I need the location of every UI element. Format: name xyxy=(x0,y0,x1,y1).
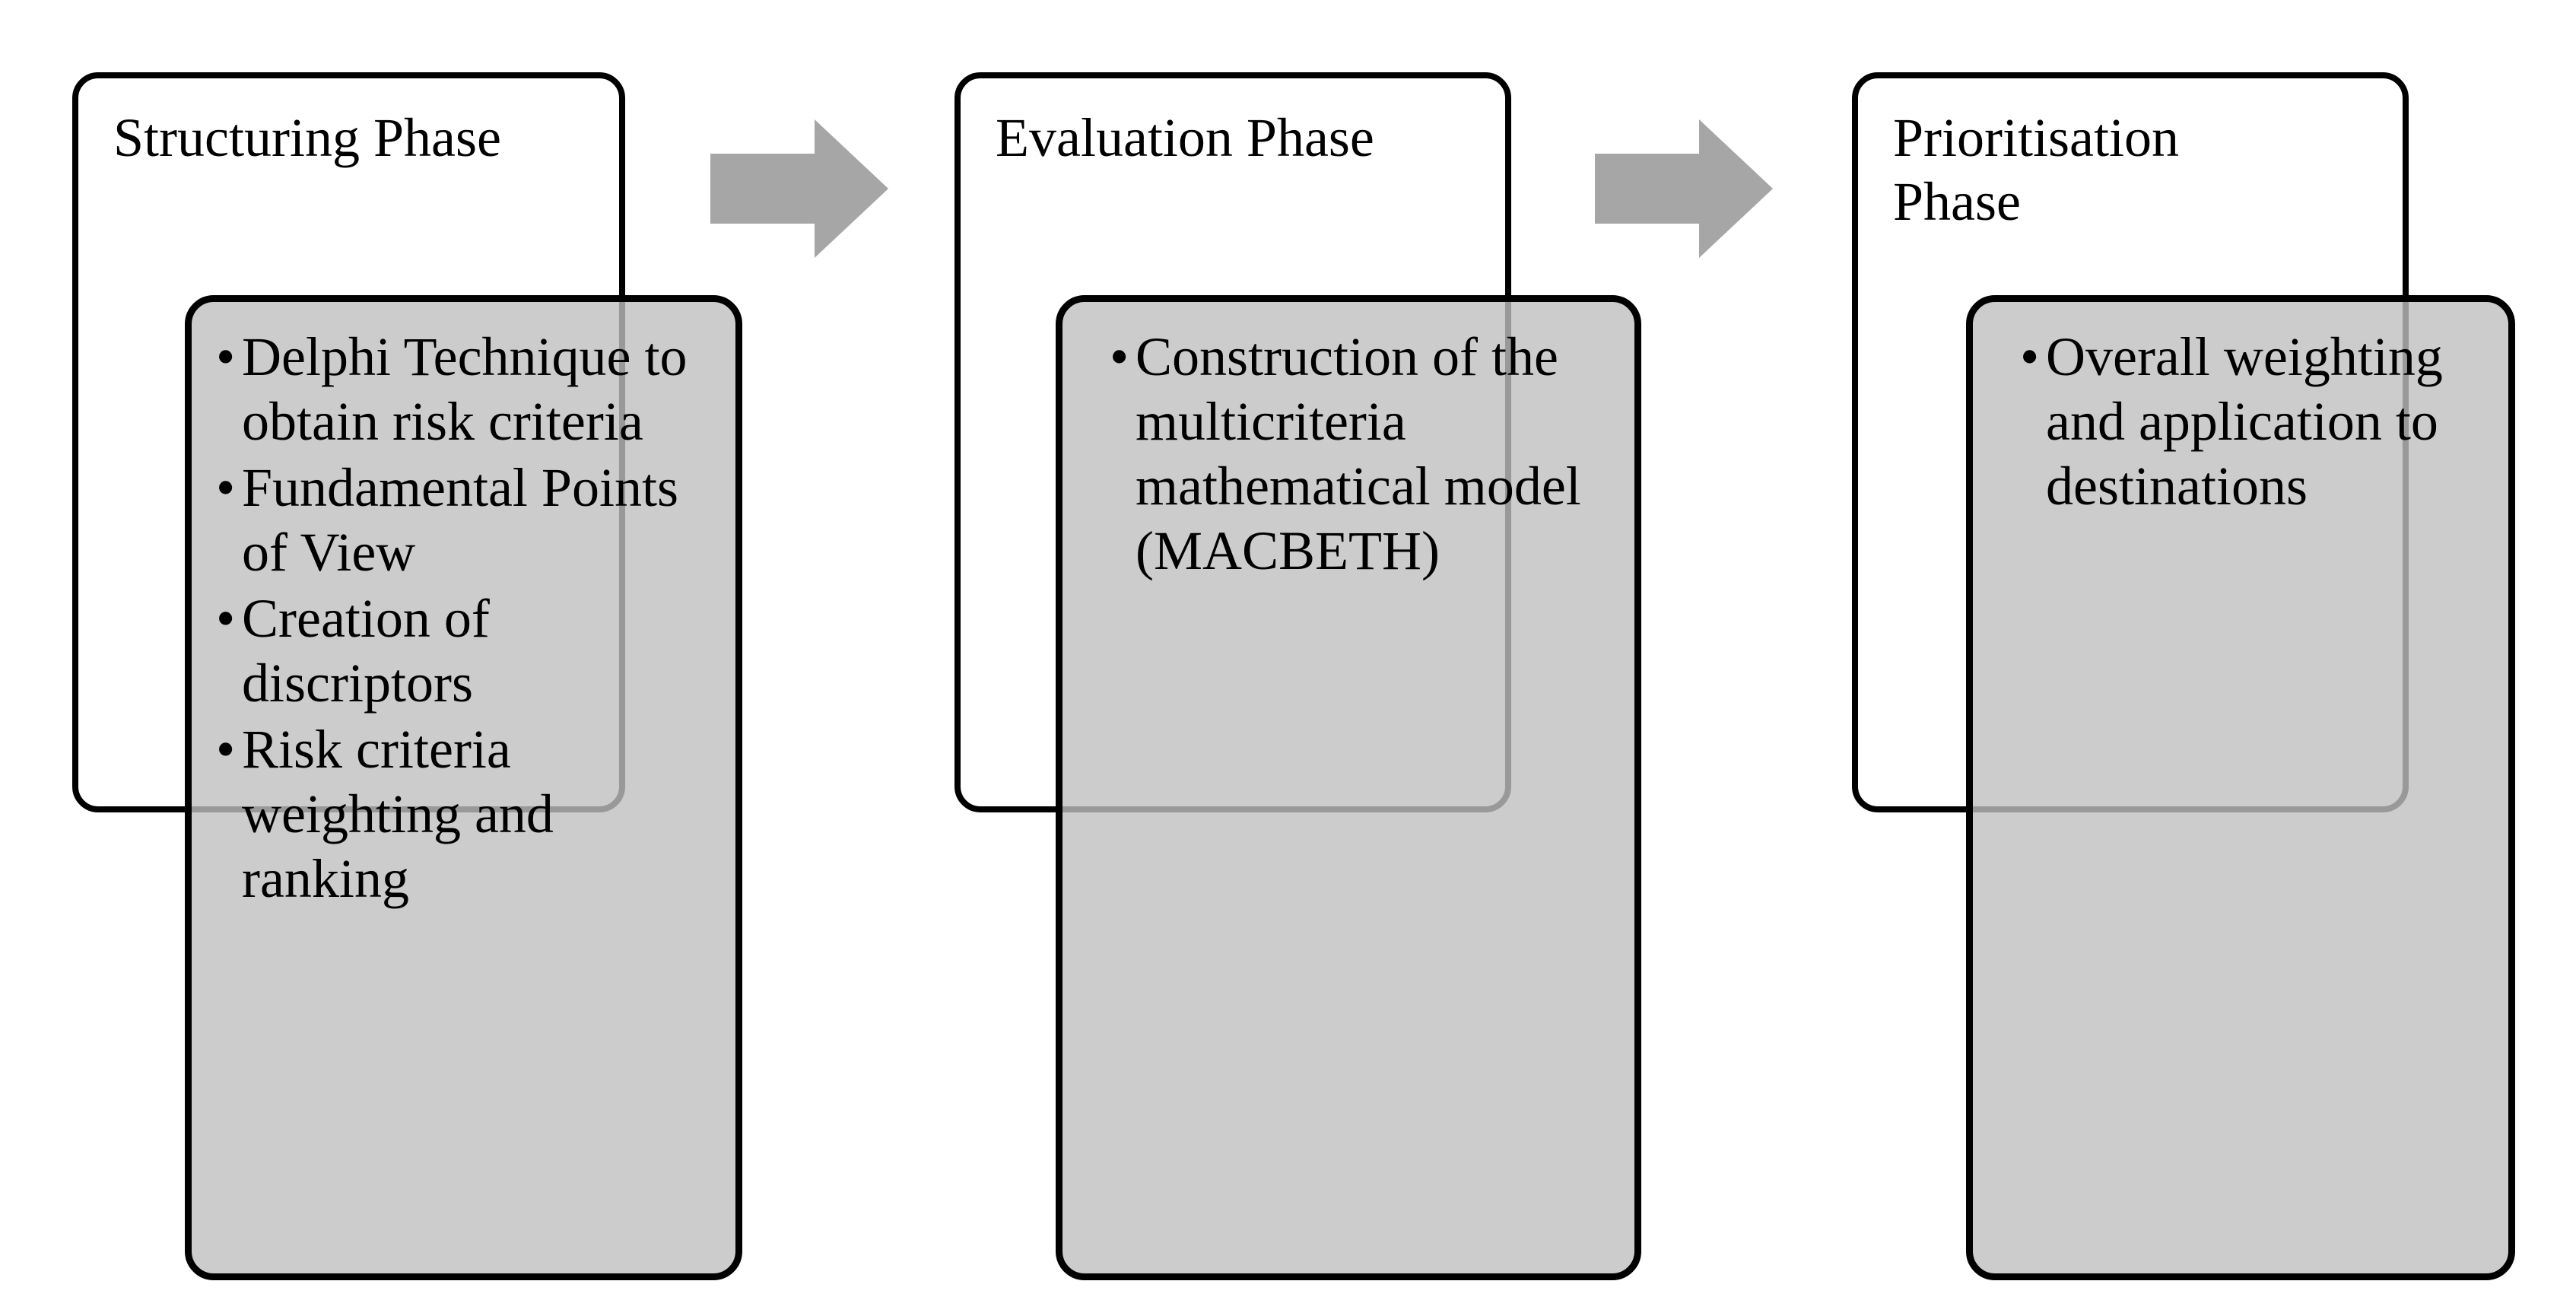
list-item: • Risk criteria weighting and ranking xyxy=(211,717,725,911)
right-arrow-icon xyxy=(1595,119,1773,258)
list-item-text: Delphi Technique to obtain risk criteria xyxy=(242,326,688,452)
bullet-dot-icon: • xyxy=(2020,326,2040,387)
bullet-dot-icon: • xyxy=(216,326,236,387)
phase-title-evaluation: Evaluation Phase xyxy=(996,107,1374,168)
list-item: • Construction of the multicriteria math… xyxy=(1105,325,1604,583)
arrow-evaluation-to-prioritisation-icon xyxy=(1595,119,1773,258)
phase-title-structuring: Structuring Phase xyxy=(113,107,501,168)
phase-inner-box-prioritisation: • Overall weighting and application to d… xyxy=(1966,295,2515,1280)
bullet-dot-icon: • xyxy=(216,587,236,649)
list-item: • Delphi Technique to obtain risk criter… xyxy=(211,325,725,454)
list-item: • Overall weighting and application to d… xyxy=(2015,325,2485,519)
phase-inner-box-evaluation: • Construction of the multicriteria math… xyxy=(1056,295,1641,1280)
bullet-list-structuring: • Delphi Technique to obtain risk criter… xyxy=(211,325,725,913)
phase-inner-box-structuring: • Delphi Technique to obtain risk criter… xyxy=(185,295,742,1280)
bullet-dot-icon: • xyxy=(1110,326,1129,387)
list-item-text: Fundamental Points of View xyxy=(242,456,678,583)
list-item: • Fundamental Points of View xyxy=(211,456,725,585)
bullet-dot-icon: • xyxy=(216,456,236,518)
arrow-structuring-to-evaluation-icon xyxy=(710,119,888,258)
phase-title-prioritisation: Prioritisation Phase xyxy=(1893,107,2179,233)
bullet-dot-icon: • xyxy=(216,718,236,780)
right-arrow-icon xyxy=(710,119,888,258)
list-item-text: Overall weighting and application to des… xyxy=(2046,326,2443,517)
list-item-text: Risk criteria weighting and ranking xyxy=(242,718,554,909)
bullet-list-prioritisation: • Overall weighting and application to d… xyxy=(2015,325,2485,520)
list-item: • Creation of discriptors xyxy=(211,586,725,716)
list-item-text: Creation of discriptors xyxy=(242,587,490,714)
bullet-list-evaluation: • Construction of the multicriteria math… xyxy=(1105,325,1604,585)
list-item-text: Construction of the multicriteria mathem… xyxy=(1136,326,1581,581)
